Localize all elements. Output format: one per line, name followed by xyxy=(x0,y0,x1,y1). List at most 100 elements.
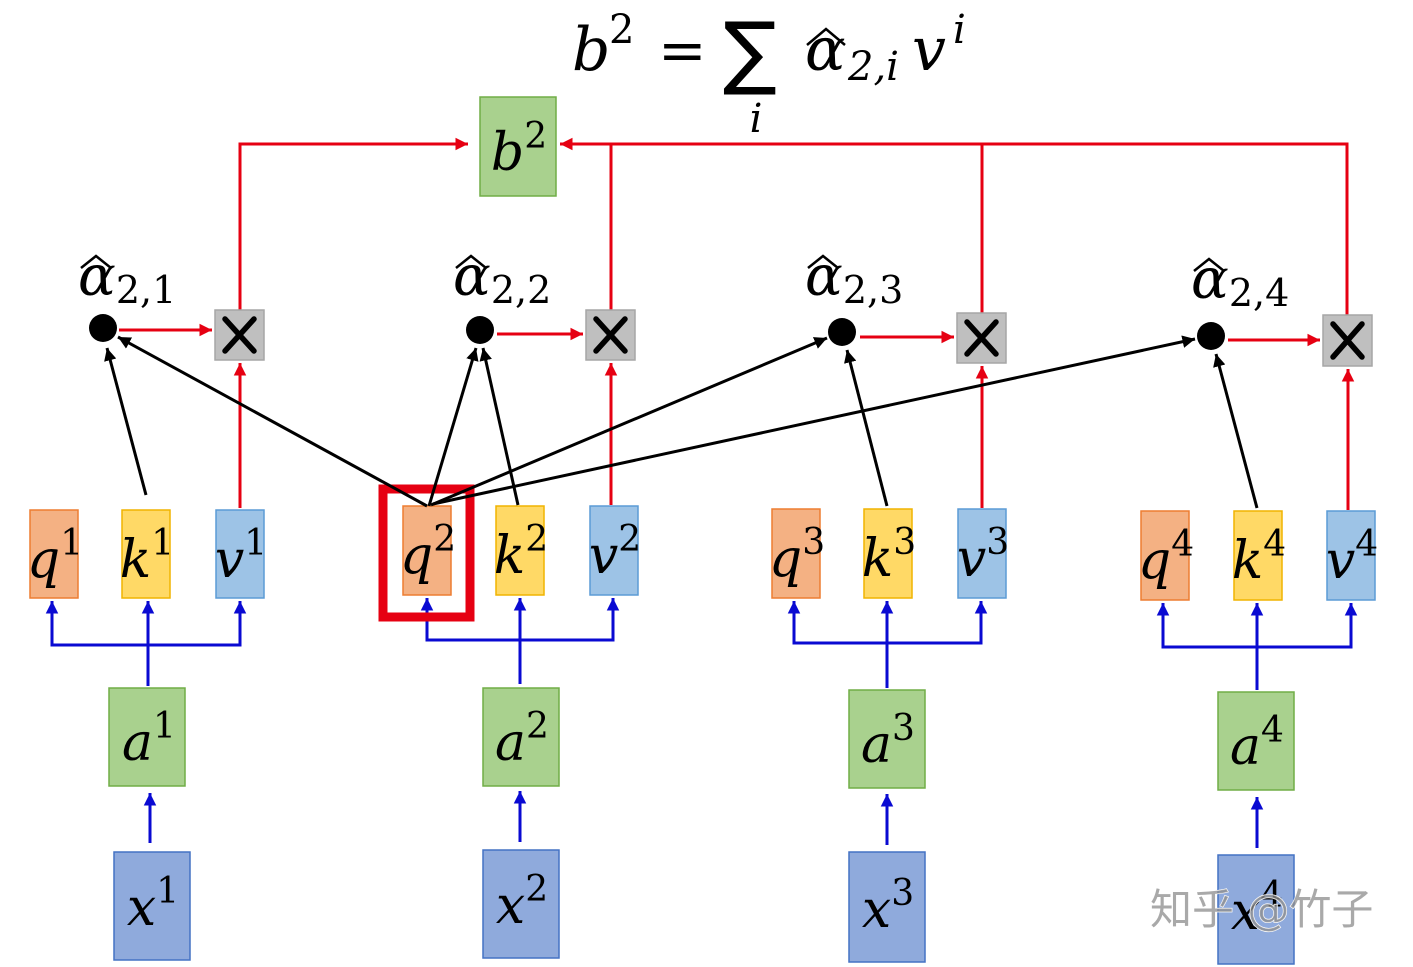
score-dot-icon xyxy=(89,314,117,342)
value-index: 2 xyxy=(618,519,641,560)
hat-accent xyxy=(455,254,487,269)
embedding-index: 4 xyxy=(1261,710,1284,751)
query-label-q1: q1 xyxy=(27,523,83,590)
value-index: 3 xyxy=(986,522,1009,563)
query-box-q4 xyxy=(1140,510,1190,601)
hat-accent xyxy=(1193,257,1225,272)
value-index: 4 xyxy=(1355,524,1378,565)
attention-weight-subscript: 2,3 xyxy=(843,268,903,312)
multiply-icon xyxy=(1330,321,1365,360)
value-letter: v xyxy=(1326,531,1355,591)
formula-sum-index: i xyxy=(750,96,763,142)
attention-weight-label-2-1: α2,1 xyxy=(78,244,176,312)
output-box-b2 xyxy=(479,96,557,197)
score-dot-icon xyxy=(828,318,856,346)
input-label-x3: x3 xyxy=(862,873,914,940)
embedding-box-a2 xyxy=(482,687,560,787)
query-label-q2: q2 xyxy=(400,519,456,586)
formula-equals-sign: = xyxy=(658,16,707,84)
value-label-v1: v1 xyxy=(215,523,267,590)
query-box-q2 xyxy=(402,505,452,596)
query-letter: q xyxy=(769,529,802,589)
output-letter: b xyxy=(491,123,524,183)
query-letter: q xyxy=(27,530,60,590)
value-label-v4: v4 xyxy=(1326,524,1378,591)
key-box-k1 xyxy=(121,509,171,599)
input-label-x1: x1 xyxy=(127,871,179,938)
embedding-index: 2 xyxy=(526,706,549,747)
arrow-k1-to-score-1 xyxy=(104,347,148,496)
query-2-score-arrows xyxy=(117,335,1196,508)
output: b2 xyxy=(479,96,557,197)
key-label-k2: k2 xyxy=(494,519,548,586)
embedding-label-a2: a2 xyxy=(495,706,549,773)
embedding-letter: a xyxy=(122,713,153,773)
key-letter: k xyxy=(120,530,152,590)
query-index: 3 xyxy=(802,522,825,563)
input-box-x2 xyxy=(482,849,560,959)
formula: b 2 = ∑ i α 2,i v i xyxy=(572,5,966,142)
watermark: 知乎 @竹子 xyxy=(1150,885,1373,934)
attention-weight-label-2-2: α2,2 xyxy=(453,244,551,312)
arrow-q2-to-score-1 xyxy=(117,335,428,508)
key-label-k4: k4 xyxy=(1232,524,1286,591)
hat-accent xyxy=(807,254,839,269)
formula-value-index: i xyxy=(953,7,966,53)
arrow-q2-to-score-2 xyxy=(427,347,479,507)
attention-weight-subscript: 2,1 xyxy=(116,268,176,312)
key-index: 4 xyxy=(1263,524,1286,565)
attention-weight-label-2-3: α2,3 xyxy=(805,244,903,312)
value-box-v3 xyxy=(957,508,1007,599)
value-letter: v xyxy=(589,526,618,586)
query-index: 2 xyxy=(433,519,456,560)
input-box-x1 xyxy=(113,851,191,961)
input-letter: x xyxy=(1231,882,1260,942)
arrow-k4-to-score-4 xyxy=(1213,353,1259,509)
query-box-q1 xyxy=(29,509,79,599)
embedding-label-a1: a1 xyxy=(122,706,176,773)
hat-accent xyxy=(80,254,112,269)
query-index: 4 xyxy=(1171,524,1194,565)
formula-output-index: 2 xyxy=(609,7,634,53)
attention-weight-symbol: α xyxy=(1191,247,1229,312)
key-letter: k xyxy=(494,526,526,586)
input-box-x3 xyxy=(848,851,926,963)
multiply-icon xyxy=(593,316,628,354)
formula-weight-symbol: α xyxy=(805,15,846,85)
query-index: 1 xyxy=(60,523,83,564)
input-label-x4: x4 xyxy=(1231,875,1283,942)
embedding-box-a1 xyxy=(108,687,186,787)
projection-arrows-3 xyxy=(787,601,988,688)
multiply-icon xyxy=(222,316,257,354)
projection-arrows-1 xyxy=(45,601,247,686)
arrow-weighted-1-to-output xyxy=(238,137,468,310)
embedding-label-a3: a3 xyxy=(861,708,915,775)
query-box-q3 xyxy=(771,508,821,599)
column-2: x2 a2 q2 k2 v2 α2,2 xyxy=(400,244,641,959)
hat-accent xyxy=(806,27,846,46)
formula-sum-symbol: ∑ xyxy=(723,5,777,98)
formula-weight-subscript: 2,i xyxy=(847,44,899,90)
column-3: x3 a3 q3 k3 v3 α2,3 xyxy=(769,244,1009,963)
embedding-index: 3 xyxy=(892,708,915,749)
multiply-icon xyxy=(964,319,999,357)
arrow-q2-to-score-4 xyxy=(432,335,1196,506)
input-letter: x xyxy=(127,878,156,938)
key-label-k3: k3 xyxy=(862,522,916,589)
key-letter: k xyxy=(1232,531,1264,591)
key-index: 3 xyxy=(893,522,916,563)
arrow-q2-to-score-3 xyxy=(430,336,828,507)
query-label-q3: q3 xyxy=(769,522,825,589)
key-index: 2 xyxy=(525,519,548,560)
input-label-x2: x2 xyxy=(496,869,548,936)
input-index: 2 xyxy=(525,869,548,910)
query-label-q4: q4 xyxy=(1138,524,1194,591)
attention-weight-subscript: 2,4 xyxy=(1229,271,1289,315)
input-index: 3 xyxy=(891,873,914,914)
attention-weight-symbol: α xyxy=(805,244,843,309)
key-box-k4 xyxy=(1233,510,1283,601)
score-dot-icon xyxy=(466,316,494,344)
embedding-box-a4 xyxy=(1217,691,1295,791)
value-letter: v xyxy=(957,529,986,589)
